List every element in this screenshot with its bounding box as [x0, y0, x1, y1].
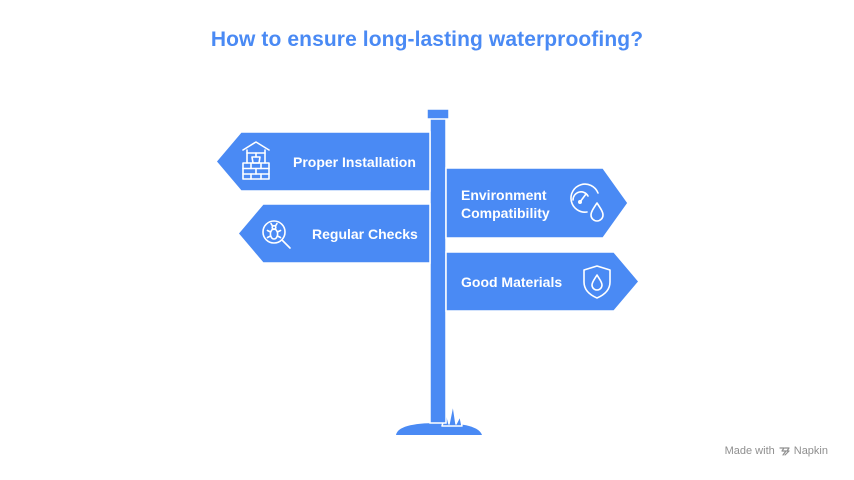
signpost-pole — [429, 116, 447, 424]
sign-good-materials — [445, 251, 640, 312]
sign-environment-compatibility — [445, 167, 629, 239]
made-with-napkin-link[interactable]: Made with Napkin — [725, 445, 828, 457]
sign-regular-checks — [237, 203, 431, 264]
sign-label-regular-checks: Regular Checks — [312, 226, 418, 242]
watermark-brand: Napkin — [793, 445, 828, 457]
bug-inspection-icon — [262, 220, 291, 249]
sign-label-environment-compatibility: Environment Compatibility — [461, 186, 581, 222]
signpost-cap — [426, 108, 450, 120]
napkin-logo-icon — [779, 446, 790, 456]
sign-label-line-2: Compatibility — [461, 205, 550, 221]
watermark-prefix: Made with — [724, 445, 775, 457]
sign-label-line-1: Environment — [461, 187, 547, 203]
shield-droplet-icon — [583, 265, 611, 299]
page-title: How to ensure long-lasting waterproofing… — [210, 28, 644, 51]
sign-label-good-materials: Good Materials — [461, 274, 563, 290]
well-icon — [242, 141, 270, 180]
ground-mound — [396, 423, 482, 435]
sign-label-proper-installation: Proper Installation — [293, 154, 416, 170]
gauge-droplet-icon — [570, 183, 604, 222]
